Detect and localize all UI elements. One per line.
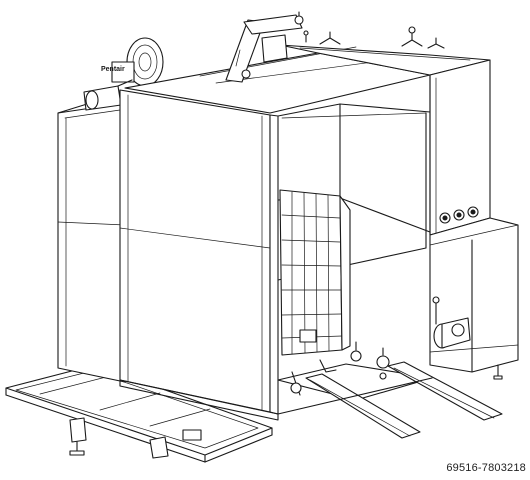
left-side-cabinet [57, 99, 126, 383]
roof-exhaust-arm [225, 11, 304, 83]
roof-valves [303, 26, 445, 49]
rear-right-housing [429, 59, 491, 236]
blower-motor: Pentair [83, 37, 164, 111]
ibc-tote-cage [279, 189, 351, 356]
left-ramp-frame [5, 364, 273, 463]
pump-brand-logo: Pentair [101, 66, 125, 73]
front-loading-ramps [305, 361, 503, 439]
pump-bay [429, 217, 519, 380]
main-cabinet-front [119, 89, 279, 415]
base-piping [277, 341, 433, 401]
reference-number: 69516-7803218 [446, 462, 526, 474]
cabinet-base-skid [119, 377, 433, 421]
